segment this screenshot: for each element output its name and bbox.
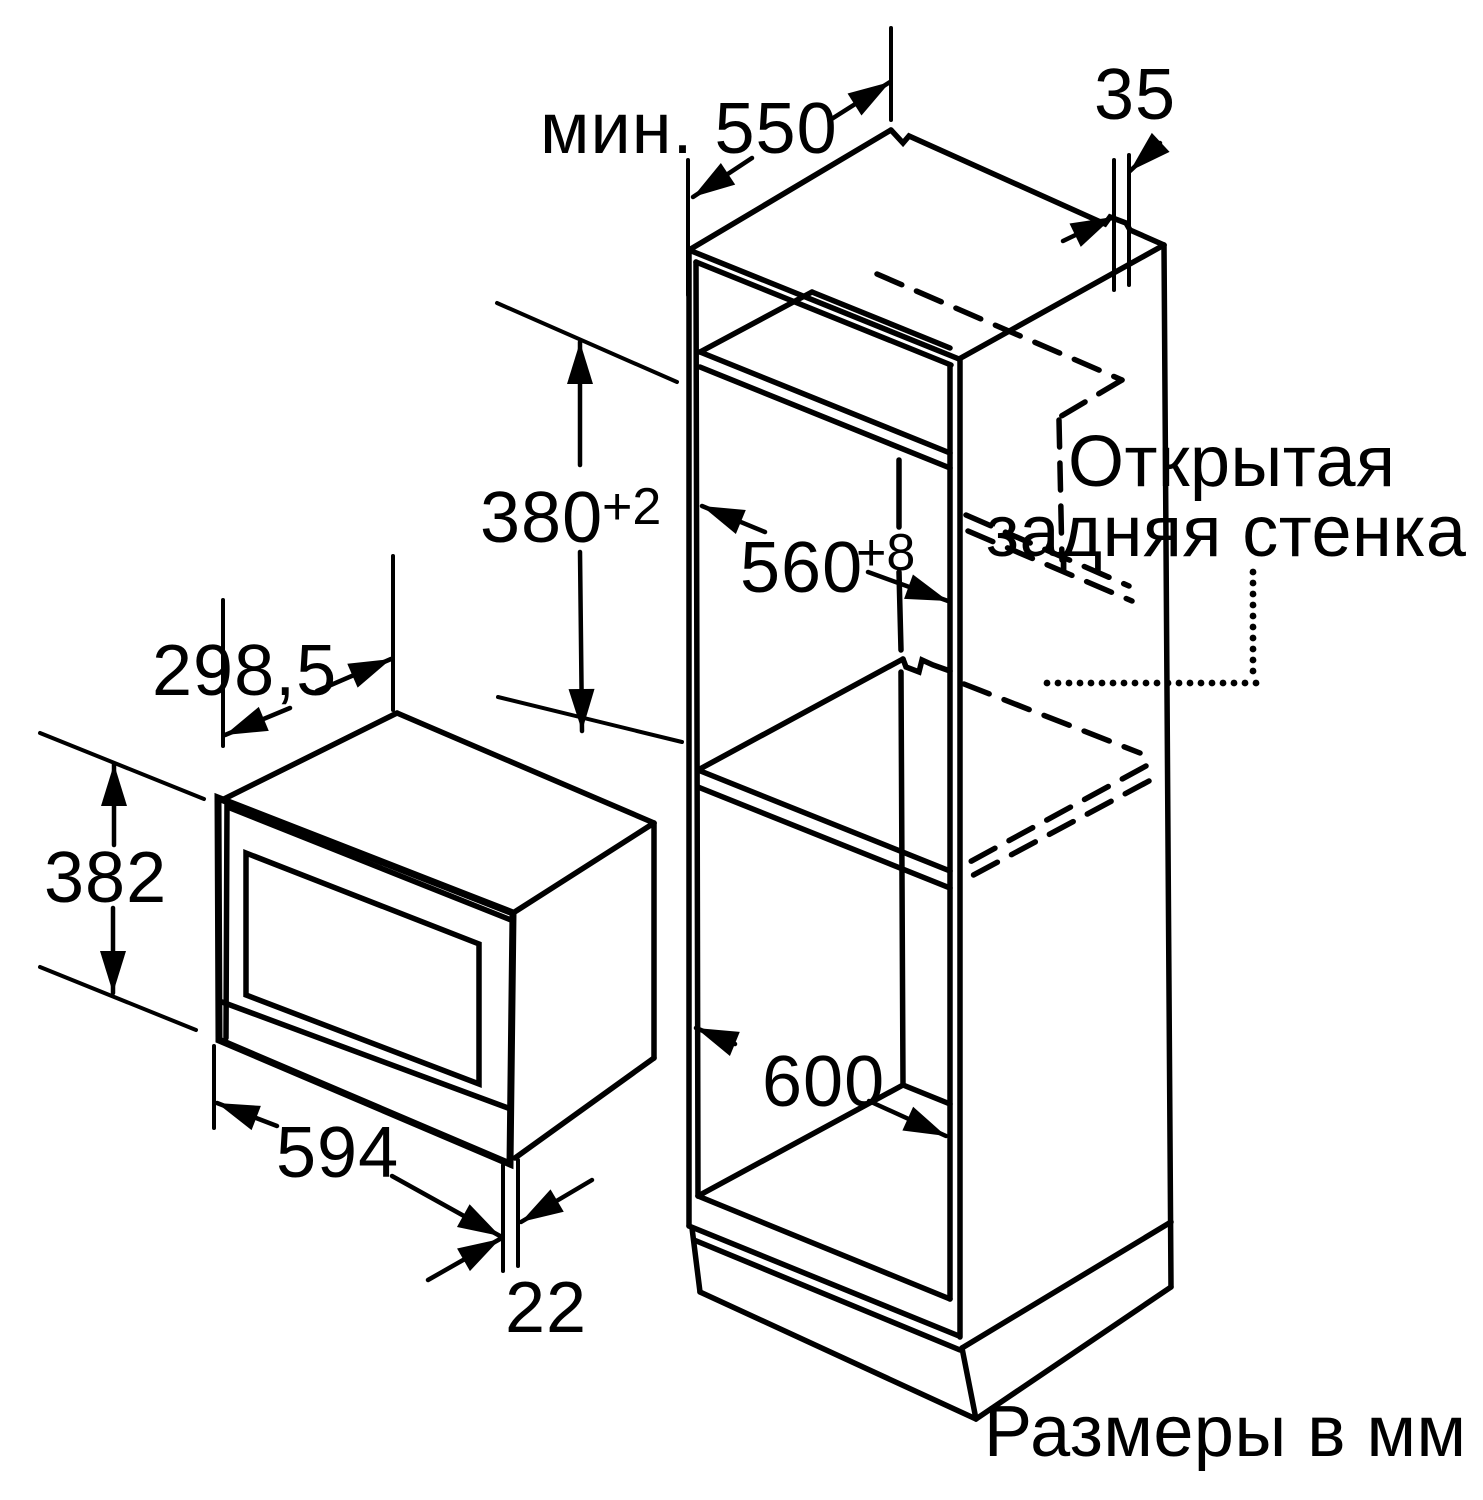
dimension-labels: мин. 550 35 380 +2 560 +8 298,5 382 594 … — [44, 55, 1176, 1348]
label-cabinet-min-depth: мин. 550 — [540, 89, 838, 169]
annotation-labels: Открытая задняя стенка Размеры в мм — [984, 422, 1467, 1472]
label-units-note: Размеры в мм — [984, 1392, 1466, 1472]
label-appliance-depth: 298,5 — [152, 631, 337, 711]
open-back-dotted-leader — [1043, 568, 1260, 687]
label-appliance-width: 594 — [276, 1113, 399, 1193]
dimension-extension-lines — [38, 26, 1131, 1273]
label-niche-height: 380 — [480, 478, 603, 558]
label-rear-gap: 35 — [1094, 55, 1176, 135]
cabinet-hidden-edges — [874, 271, 1152, 882]
label-lower-niche-depth: 600 — [762, 1042, 885, 1122]
label-niche-width: 560 — [740, 528, 863, 608]
dimension-arrows — [100, 79, 1170, 1283]
label-appliance-height: 382 — [44, 838, 167, 918]
label-open-back-line2: задняя стенка — [986, 492, 1467, 572]
label-niche-width-tolerance: +8 — [856, 524, 915, 582]
label-niche-height-tolerance: +2 — [602, 478, 661, 536]
label-open-back-line1: Открытая — [1068, 422, 1395, 502]
cabinet-outline-drawing — [686, 127, 1174, 1422]
label-door-overlap: 22 — [505, 1268, 587, 1348]
microwave-oven-drawing — [214, 710, 657, 1170]
